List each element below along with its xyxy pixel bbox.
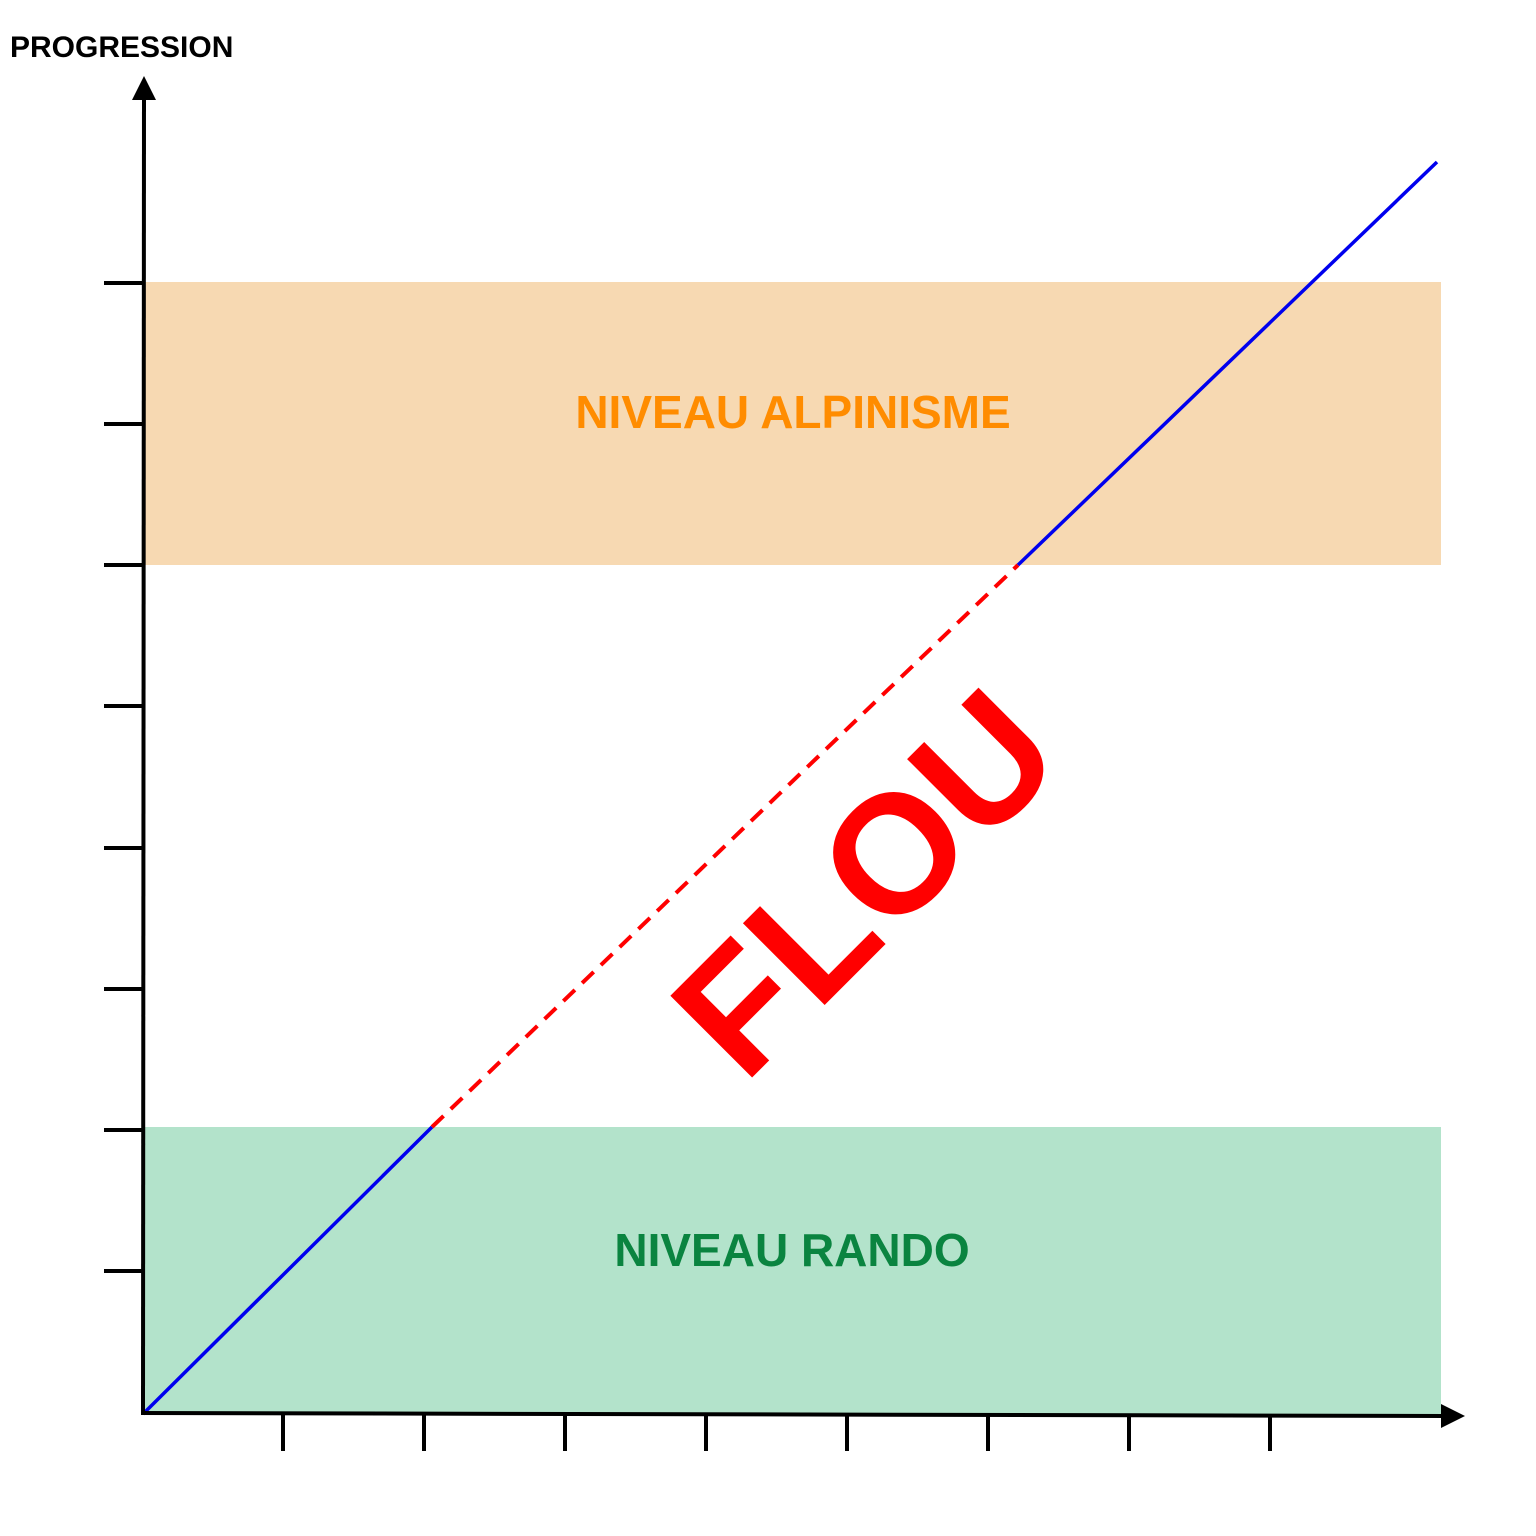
band-label-rando: NIVEAU RANDO [614, 1224, 969, 1276]
band-rando [143, 1127, 1441, 1414]
band-alpinisme [143, 282, 1441, 565]
progression-line-flou [430, 563, 1020, 1129]
y-axis-ticks [104, 281, 145, 1273]
x-axis-ticks [281, 1413, 1272, 1451]
flou-label: FLOU [637, 655, 1093, 1111]
y-axis-title: PROGRESSION [10, 31, 233, 64]
progression-line-lower [141, 1125, 434, 1416]
band-label-alpinisme: NIVEAU ALPINISME [575, 386, 1010, 438]
y-axis [141, 94, 146, 1415]
x-axis [140, 1411, 1444, 1418]
x-axis-arrow-icon [1441, 1404, 1465, 1428]
progression-line-upper [1016, 160, 1439, 567]
y-axis-arrow-icon [132, 76, 156, 100]
